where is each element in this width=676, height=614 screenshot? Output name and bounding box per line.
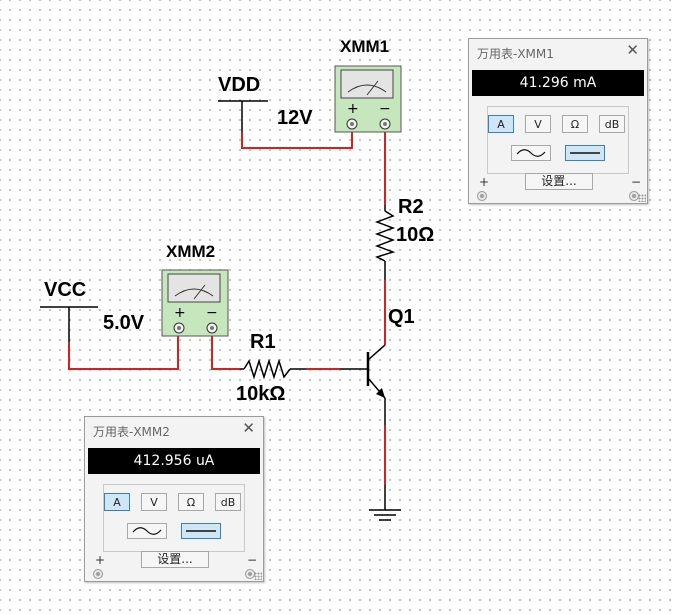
multimeter-panel-xmm1[interactable]: 万用表-XMM1 ✕ 41.296 mA A V Ω dB 设置... + − <box>468 38 648 204</box>
r1-value: 10kΩ <box>236 383 285 405</box>
xmm2-minus-sign: − <box>206 305 218 321</box>
close-icon[interactable]: ✕ <box>242 419 255 437</box>
mode-volt-button[interactable]: V <box>525 115 551 133</box>
xmm1-minus-sign: − <box>379 101 391 117</box>
resize-grip[interactable] <box>638 194 646 202</box>
ac-wave-icon <box>132 527 162 535</box>
r1-resistor[interactable] <box>243 358 291 380</box>
q1-transistor[interactable] <box>366 344 386 399</box>
settings-button[interactable]: 设置... <box>525 173 593 190</box>
settings-button[interactable]: 设置... <box>141 551 209 568</box>
ac-coupling-button[interactable] <box>511 145 551 161</box>
close-icon[interactable]: ✕ <box>626 41 639 59</box>
vdd-value: 12V <box>277 107 313 129</box>
xmm2-plus-sign: + <box>174 305 186 321</box>
q1-label: Q1 <box>388 306 415 328</box>
vcc-source[interactable] <box>40 306 98 342</box>
minus-terminal-label: − <box>631 175 642 189</box>
mode-ampere-button[interactable]: A <box>104 493 130 511</box>
ground-symbol <box>369 509 401 521</box>
reading-display: 412.956 uA <box>88 448 260 474</box>
vdd-source[interactable] <box>218 100 268 132</box>
mode-group: A V Ω dB <box>103 484 245 552</box>
dc-line-icon <box>570 152 600 154</box>
xmm1-label: XMM1 <box>340 37 389 56</box>
vcc-value: 5.0V <box>103 312 145 334</box>
r2-label: R2 <box>398 196 424 218</box>
mode-ampere-button[interactable]: A <box>488 115 514 133</box>
mode-volt-button[interactable]: V <box>141 493 167 511</box>
r1-label: R1 <box>250 331 276 353</box>
minus-terminal-label: − <box>247 553 258 567</box>
r2-resistor[interactable] <box>374 210 396 262</box>
vcc-label: VCC <box>44 279 86 301</box>
wires <box>68 130 386 510</box>
xmm1-plus-sign: + <box>347 101 359 117</box>
xmm2-meter-icon[interactable] <box>161 269 229 337</box>
dc-coupling-button[interactable] <box>181 523 221 539</box>
mode-ohm-button[interactable]: Ω <box>562 115 588 133</box>
plus-terminal[interactable] <box>477 191 487 201</box>
multimeter-panel-xmm2[interactable]: 万用表-XMM2 ✕ 412.956 uA A V Ω dB 设置... + − <box>84 416 264 582</box>
mode-decibel-button[interactable]: dB <box>215 493 241 511</box>
xmm1-meter-icon[interactable] <box>334 65 402 133</box>
plus-terminal-label: + <box>95 553 106 567</box>
mode-group: A V Ω dB <box>487 106 629 174</box>
mode-ohm-button[interactable]: Ω <box>178 493 204 511</box>
panel-title: 万用表-XMM2 <box>93 425 170 439</box>
mode-decibel-button[interactable]: dB <box>599 115 625 133</box>
reading-display: 41.296 mA <box>472 70 644 96</box>
plus-terminal[interactable] <box>93 569 103 579</box>
vdd-label: VDD <box>218 74 260 96</box>
dc-line-icon <box>186 530 216 532</box>
xmm2-label: XMM2 <box>166 242 215 261</box>
ac-coupling-button[interactable] <box>127 523 167 539</box>
r2-value: 10Ω <box>396 224 434 246</box>
ac-wave-icon <box>516 149 546 157</box>
resize-grip[interactable] <box>254 572 262 580</box>
dc-coupling-button[interactable] <box>565 145 605 161</box>
plus-terminal-label: + <box>479 175 490 189</box>
panel-title: 万用表-XMM1 <box>477 47 554 61</box>
